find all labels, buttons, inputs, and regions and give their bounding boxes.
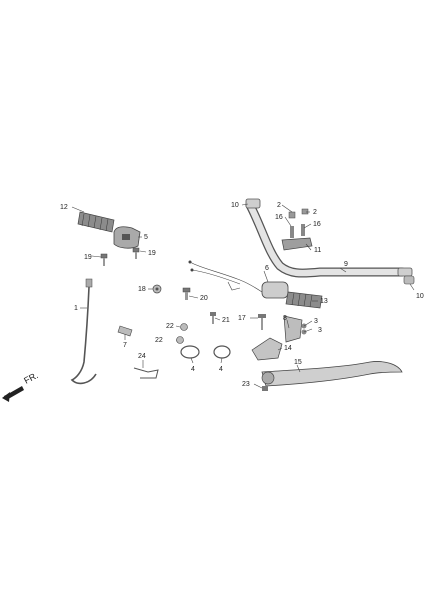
bar-end-weight-top [245, 198, 261, 209]
brake-lever [261, 361, 403, 387]
callout-8: 8 [283, 315, 287, 322]
handlebar-upper-holder [281, 224, 313, 251]
handlebar [245, 200, 413, 278]
screw-2-right [301, 208, 309, 215]
throttle-grip [285, 291, 323, 309]
callout-19-right: 19 [148, 250, 156, 257]
callout-20: 20 [200, 295, 208, 302]
callout-1: 1 [74, 305, 78, 312]
throttle-cable [70, 278, 97, 385]
bar-end-weight-right [403, 275, 415, 285]
callout-5: 5 [144, 234, 148, 241]
front-direction-indicator: FR. [2, 370, 40, 402]
bolt-17 [258, 314, 266, 330]
callout-15: 15 [294, 359, 302, 366]
left-grip [77, 211, 115, 233]
callout-23: 23 [242, 381, 250, 388]
callout-9: 9 [344, 261, 348, 268]
screw-19-left [100, 253, 108, 266]
switch-wire-harness [188, 260, 263, 293]
callout-21: 21 [222, 317, 230, 324]
cable-adjuster-7 [117, 325, 133, 337]
callout-2-right: 2 [313, 209, 317, 216]
callout-6: 6 [265, 265, 269, 272]
screw-19-right [132, 247, 140, 259]
direction-label: FR. [22, 370, 39, 386]
callout-14: 14 [284, 345, 292, 352]
screw-2-left [288, 211, 296, 219]
brake-lever-bracket [283, 315, 307, 343]
callout-18: 18 [138, 286, 146, 293]
pivot-bolt-23 [262, 386, 268, 391]
callout-12: 12 [60, 204, 68, 211]
callout-22-lower: 22 [155, 337, 163, 344]
bolt-21 [210, 312, 216, 324]
callout-3-upper: 3 [314, 318, 318, 325]
callout-4-right: 4 [219, 366, 223, 373]
callout-24: 24 [138, 353, 146, 360]
brake-switch-14 [251, 337, 283, 361]
callout-11: 11 [314, 247, 321, 254]
callout-16-right: 16 [313, 221, 321, 228]
nut-22-upper [180, 323, 188, 331]
callout-3-lower: 3 [318, 327, 322, 334]
bolt-20 [182, 287, 191, 300]
right-switch-housing [261, 281, 289, 299]
callout-labels: 12 5 19 19 1 18 20 22 22 21 4 4 7 24 10 … [60, 202, 424, 388]
band-4-left [180, 345, 200, 359]
callout-10-top: 10 [231, 202, 239, 209]
callout-10-right: 10 [416, 293, 424, 300]
leader-lines [71, 203, 415, 389]
callout-2-left: 2 [277, 202, 281, 209]
left-handlebar-switch [113, 226, 141, 249]
band-4-right [213, 345, 231, 359]
callout-7: 7 [123, 342, 127, 349]
wire-clip-24 [133, 367, 159, 379]
callout-4-left: 4 [191, 366, 195, 373]
callout-16-left: 16 [275, 214, 283, 221]
nut-22-lower [176, 336, 184, 344]
callout-17: 17 [238, 315, 246, 322]
nut-18 [152, 284, 162, 294]
callout-19-left: 19 [84, 254, 92, 261]
callout-22-upper: 22 [166, 323, 174, 330]
callout-13: 13 [320, 298, 328, 305]
